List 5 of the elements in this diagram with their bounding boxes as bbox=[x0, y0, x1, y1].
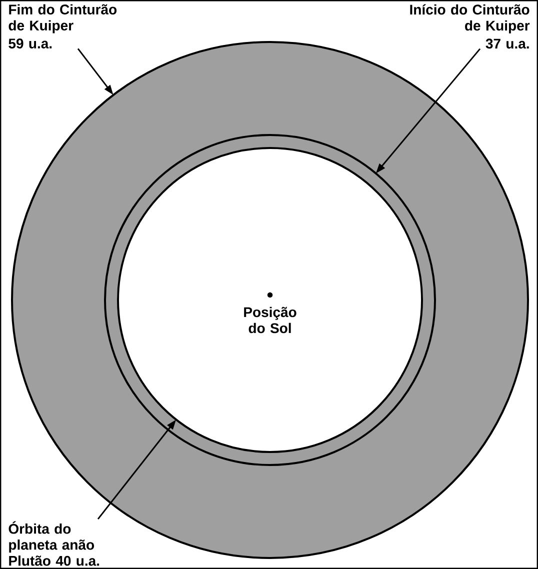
callout-text: Órbita do planeta anão Plutão 40 u.a. bbox=[8, 521, 100, 566]
callout-text: Fim do Cinturão de Kuiper 59 u.a. bbox=[8, 4, 117, 48]
orbit-circle bbox=[117, 147, 423, 453]
callout-text: Início do Cinturão de Kuiper 37 u.a. bbox=[410, 4, 530, 49]
label-text: Posição do Sol bbox=[244, 306, 296, 334]
